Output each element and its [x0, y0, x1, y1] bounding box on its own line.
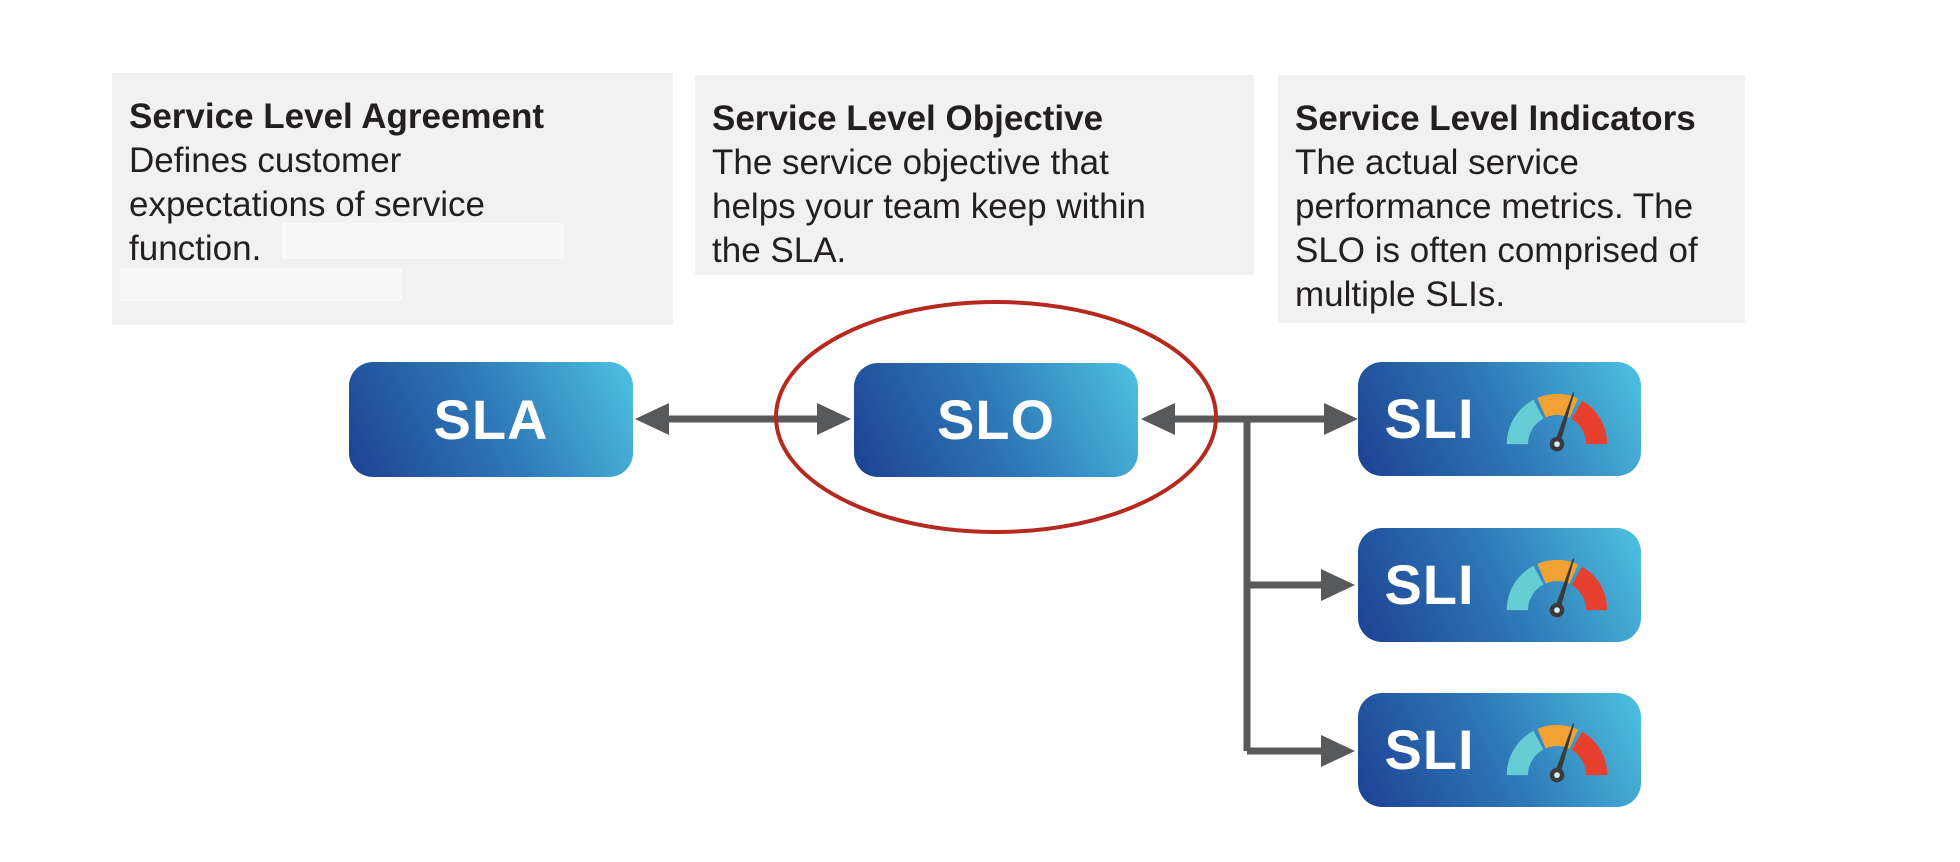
node-slo-label: SLO [936, 388, 1056, 451]
speedometer-gauge-icon [1506, 392, 1607, 452]
node-sli-label: SLI [1384, 718, 1475, 781]
card-title: Service Level Objective [712, 99, 1104, 138]
node-sli-3: SLI [1358, 693, 1641, 807]
card-body: Defines customer expectations of service… [129, 141, 486, 268]
node-slo: SLO [854, 363, 1138, 477]
node-sli-label: SLI [1384, 553, 1475, 616]
node-sla-label: SLA [433, 387, 549, 451]
node-sli-1: SLI [1358, 362, 1641, 476]
node-sli-label: SLI [1384, 387, 1475, 450]
card-service-level-indicators: Service Level Indicators The actual serv… [1278, 75, 1745, 323]
card-title: Service Level Indicators [1295, 99, 1696, 138]
card-body: The actual service performance metrics. … [1295, 143, 1698, 314]
card-body: The service objective that helps your te… [712, 143, 1146, 270]
card-service-level-objective: Service Level Objective The service obje… [695, 75, 1254, 275]
speedometer-gauge-icon [1506, 723, 1607, 783]
node-sla: SLA [349, 362, 633, 477]
node-sli-2: SLI [1358, 528, 1641, 642]
card-service-level-agreement: Service Level Agreement Defines customer… [112, 73, 673, 325]
redacted-text-block [120, 268, 402, 301]
speedometer-gauge-icon [1506, 558, 1607, 618]
redacted-text-block [282, 223, 564, 259]
card-title: Service Level Agreement [129, 97, 545, 136]
